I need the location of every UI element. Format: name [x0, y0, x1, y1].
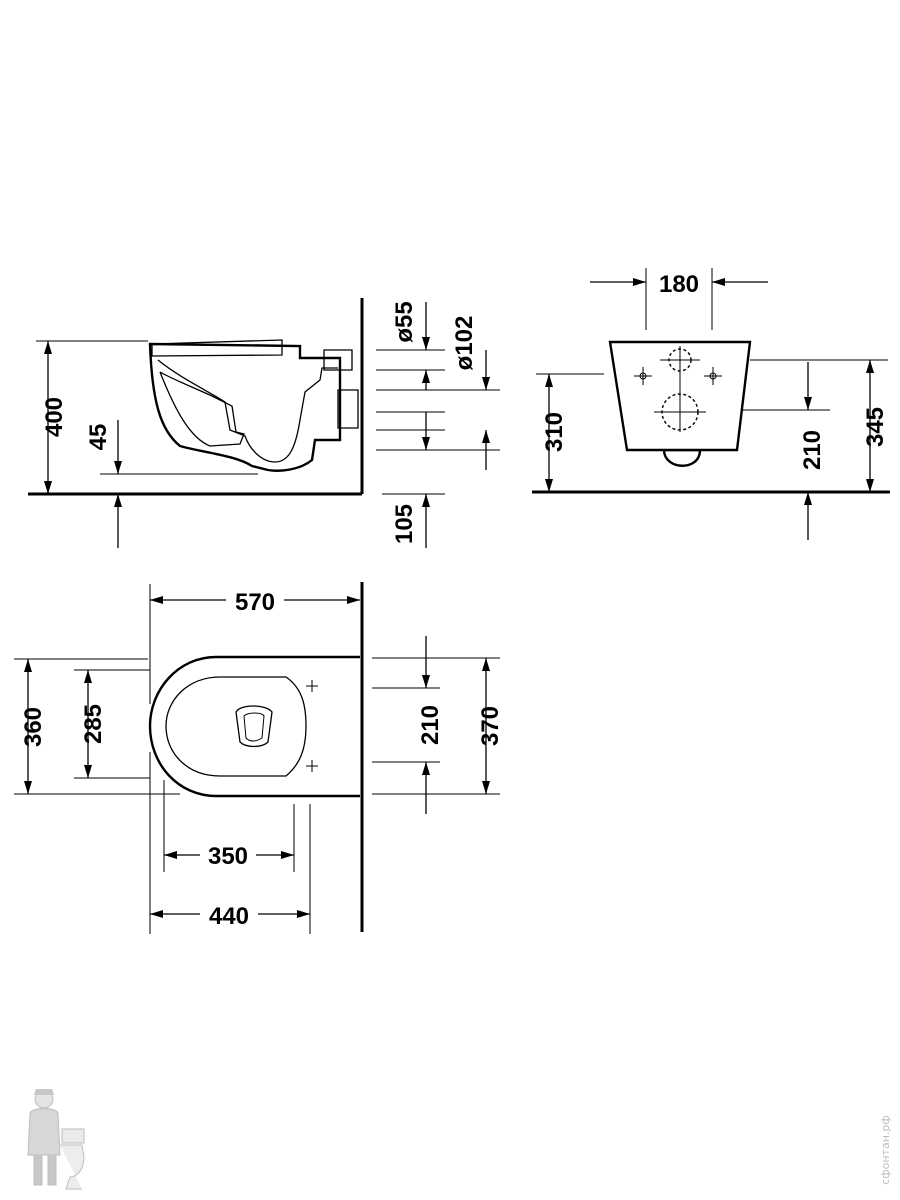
dim-top-210: 210	[417, 705, 444, 745]
dim-285: 285	[80, 704, 107, 744]
side-inlet-connector	[323, 349, 353, 371]
side-outlet-connector	[337, 389, 359, 429]
dim-360: 360	[20, 707, 47, 747]
rear-view: 180 310 210 345	[532, 268, 890, 540]
side-trap	[159, 371, 245, 447]
dim-o102: ø102	[451, 316, 478, 371]
side-seat	[151, 339, 283, 357]
top-bowl-outline	[148, 655, 360, 798]
rear-bolt-left	[634, 367, 652, 385]
top-bolt-upper	[306, 680, 318, 692]
top-bolt-lower	[306, 760, 318, 772]
side-bowl-inner	[157, 359, 338, 463]
dim-45: 45	[85, 424, 112, 451]
dim-o55: ø55	[391, 301, 418, 342]
top-outlet-hole	[235, 705, 273, 748]
side-view: 400 45 ø55 ø102 105	[28, 298, 500, 548]
rear-bolt-right	[704, 367, 722, 385]
dim-180: 180	[659, 271, 699, 298]
top-view: 570 360 285 210 370 350 440	[14, 582, 504, 934]
watermark-text: сфонтан.рф	[879, 1115, 892, 1185]
dim-310: 310	[541, 412, 568, 452]
dim-rear-210: 210	[799, 430, 826, 470]
dim-350: 350	[208, 843, 248, 870]
dim-105: 105	[391, 504, 418, 544]
dim-400: 400	[41, 397, 68, 437]
dim-570: 570	[235, 589, 275, 616]
top-bowl-rim	[165, 676, 307, 777]
dim-345: 345	[862, 407, 889, 447]
plumber-mascot-icon	[27, 1089, 85, 1190]
rear-outlet	[662, 448, 702, 467]
dim-440: 440	[209, 903, 249, 930]
side-bowl-outline	[148, 342, 342, 472]
dim-370: 370	[477, 706, 504, 746]
